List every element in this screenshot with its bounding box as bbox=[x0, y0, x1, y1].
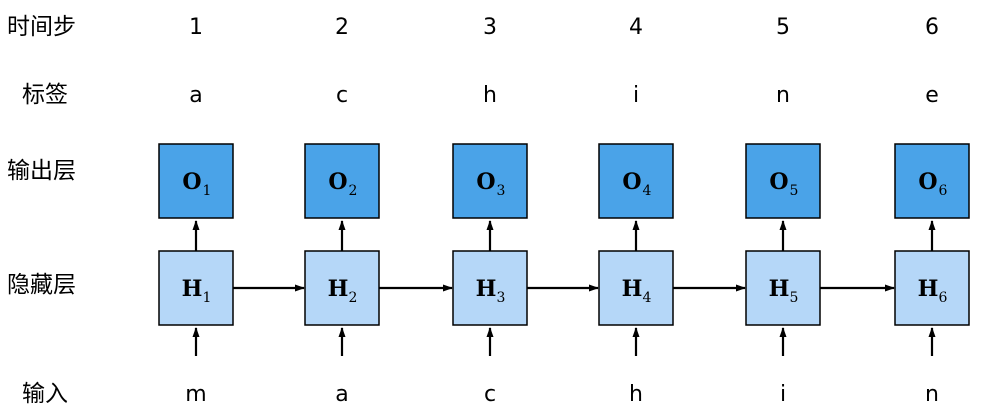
time-step-1: 1 bbox=[189, 15, 203, 40]
output-box bbox=[304, 143, 380, 219]
output-subscript: 5 bbox=[790, 183, 799, 199]
hidden-letter: H bbox=[476, 276, 497, 302]
input-1: m bbox=[185, 382, 206, 407]
time-step-6: 6 bbox=[925, 15, 939, 40]
output-box bbox=[894, 143, 970, 219]
input-4: h bbox=[629, 382, 643, 407]
input-6: n bbox=[925, 382, 939, 407]
hidden-subscript: 3 bbox=[497, 290, 506, 306]
output-letter: O bbox=[918, 169, 937, 195]
hidden-box bbox=[158, 250, 234, 326]
output-box bbox=[745, 143, 821, 219]
label-3: h bbox=[483, 83, 497, 108]
hidden-letter: H bbox=[182, 276, 203, 302]
output-letter: O bbox=[622, 169, 641, 195]
output-subscript: 4 bbox=[643, 183, 652, 199]
output-letter: O bbox=[769, 169, 788, 195]
label-4: i bbox=[633, 83, 639, 108]
hidden-box bbox=[894, 250, 970, 326]
label-1: a bbox=[189, 83, 202, 108]
input-5: i bbox=[780, 382, 786, 407]
hidden-subscript: 4 bbox=[643, 290, 652, 306]
row-label-label: 标签 bbox=[22, 82, 68, 108]
hidden-subscript: 2 bbox=[349, 290, 358, 306]
time-step-4: 4 bbox=[629, 15, 643, 40]
label-2: c bbox=[336, 83, 348, 108]
output-subscript: 3 bbox=[497, 183, 506, 199]
output-subscript: 2 bbox=[349, 183, 358, 199]
label-5: n bbox=[776, 83, 790, 108]
hidden-box bbox=[598, 250, 674, 326]
output-subscript: 1 bbox=[203, 183, 212, 199]
row-label-input: 输入 bbox=[22, 381, 68, 407]
row-label-output-layer: 输出层 bbox=[7, 158, 76, 184]
input-3: c bbox=[484, 382, 496, 407]
hidden-subscript: 6 bbox=[939, 290, 948, 306]
hidden-subscript: 5 bbox=[790, 290, 799, 306]
hidden-letter: H bbox=[328, 276, 349, 302]
row-label-time-step: 时间步 bbox=[7, 14, 76, 40]
time-step-3: 3 bbox=[483, 15, 497, 40]
hidden-letter: H bbox=[769, 276, 790, 302]
hidden-box bbox=[745, 250, 821, 326]
output-box bbox=[598, 143, 674, 219]
row-label-hidden-layer: 隐藏层 bbox=[7, 272, 76, 298]
hidden-letter: H bbox=[918, 276, 939, 302]
output-letter: O bbox=[476, 169, 495, 195]
output-letter: O bbox=[328, 169, 347, 195]
label-6: e bbox=[925, 83, 939, 108]
output-box bbox=[158, 143, 234, 219]
output-box bbox=[452, 143, 528, 219]
output-subscript: 6 bbox=[939, 183, 948, 199]
hidden-box bbox=[304, 250, 380, 326]
hidden-letter: H bbox=[622, 276, 643, 302]
time-step-2: 2 bbox=[335, 15, 349, 40]
time-step-5: 5 bbox=[776, 15, 790, 40]
hidden-box bbox=[452, 250, 528, 326]
hidden-subscript: 1 bbox=[203, 290, 212, 306]
output-letter: O bbox=[182, 169, 201, 195]
input-2: a bbox=[335, 382, 348, 407]
